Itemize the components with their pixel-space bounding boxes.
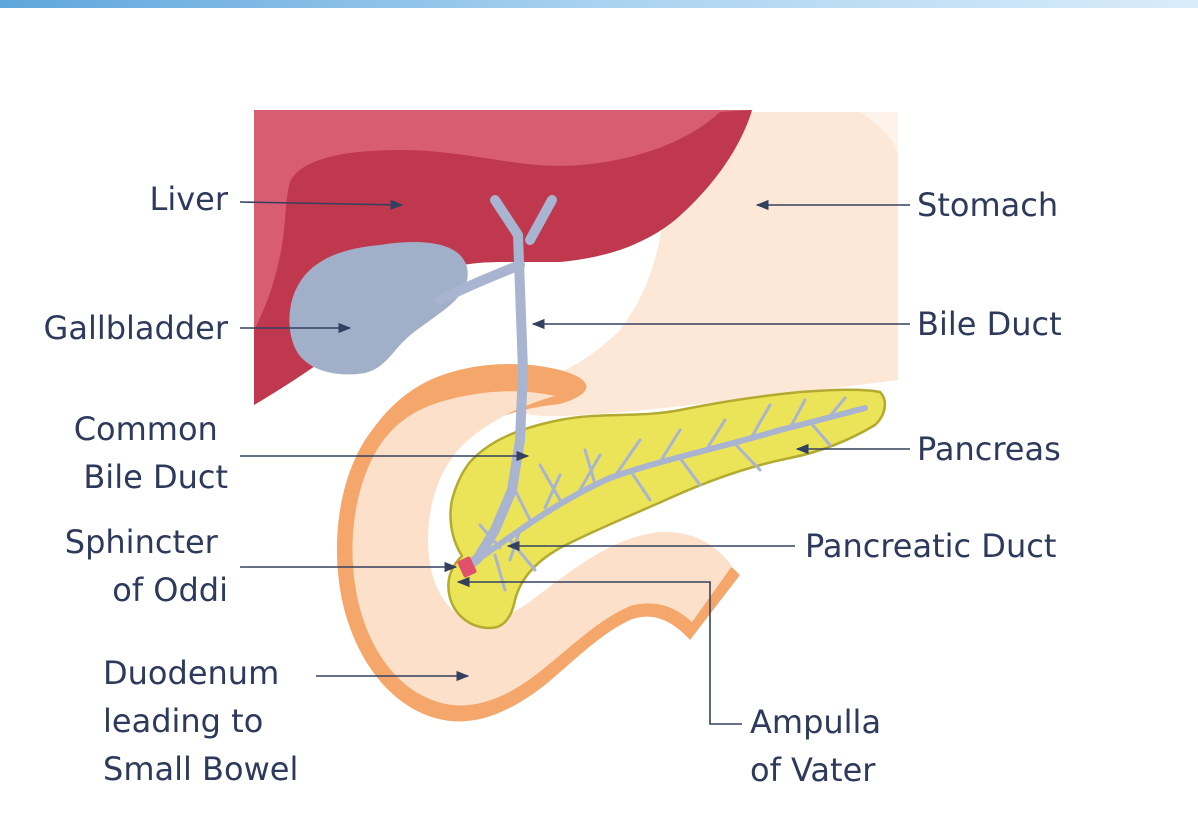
label-sphincter-line2: of Oddi — [112, 571, 228, 609]
label-ampulla-of-vater: Ampulla of Vater — [750, 703, 891, 789]
label-sphincter-line1: Sphincter — [65, 523, 219, 561]
label-ampulla-line1: Ampulla — [750, 703, 881, 741]
label-duodenum-line2: leading to — [103, 702, 263, 740]
label-gallbladder: Gallbladder — [44, 309, 229, 347]
label-duodenum-line1: Duodenum — [103, 654, 279, 692]
label-ampulla-line2: of Vater — [750, 751, 876, 789]
label-pancreas: Pancreas — [917, 430, 1061, 468]
label-duodenum: Duodenum leading to Small Bowel — [103, 654, 298, 788]
label-stomach: Stomach — [917, 186, 1058, 224]
label-common-bile-duct-line1: Common — [74, 410, 218, 448]
label-liver: Liver — [150, 180, 229, 218]
label-common-bile-duct-line2: Bile Duct — [83, 458, 228, 496]
label-duodenum-line3: Small Bowel — [103, 750, 298, 788]
label-bile-duct: Bile Duct — [917, 305, 1062, 343]
label-sphincter-of-oddi: Sphincter of Oddi — [65, 523, 228, 609]
label-common-bile-duct: Common Bile Duct — [74, 410, 228, 496]
label-pancreatic-duct: Pancreatic Duct — [805, 527, 1056, 565]
